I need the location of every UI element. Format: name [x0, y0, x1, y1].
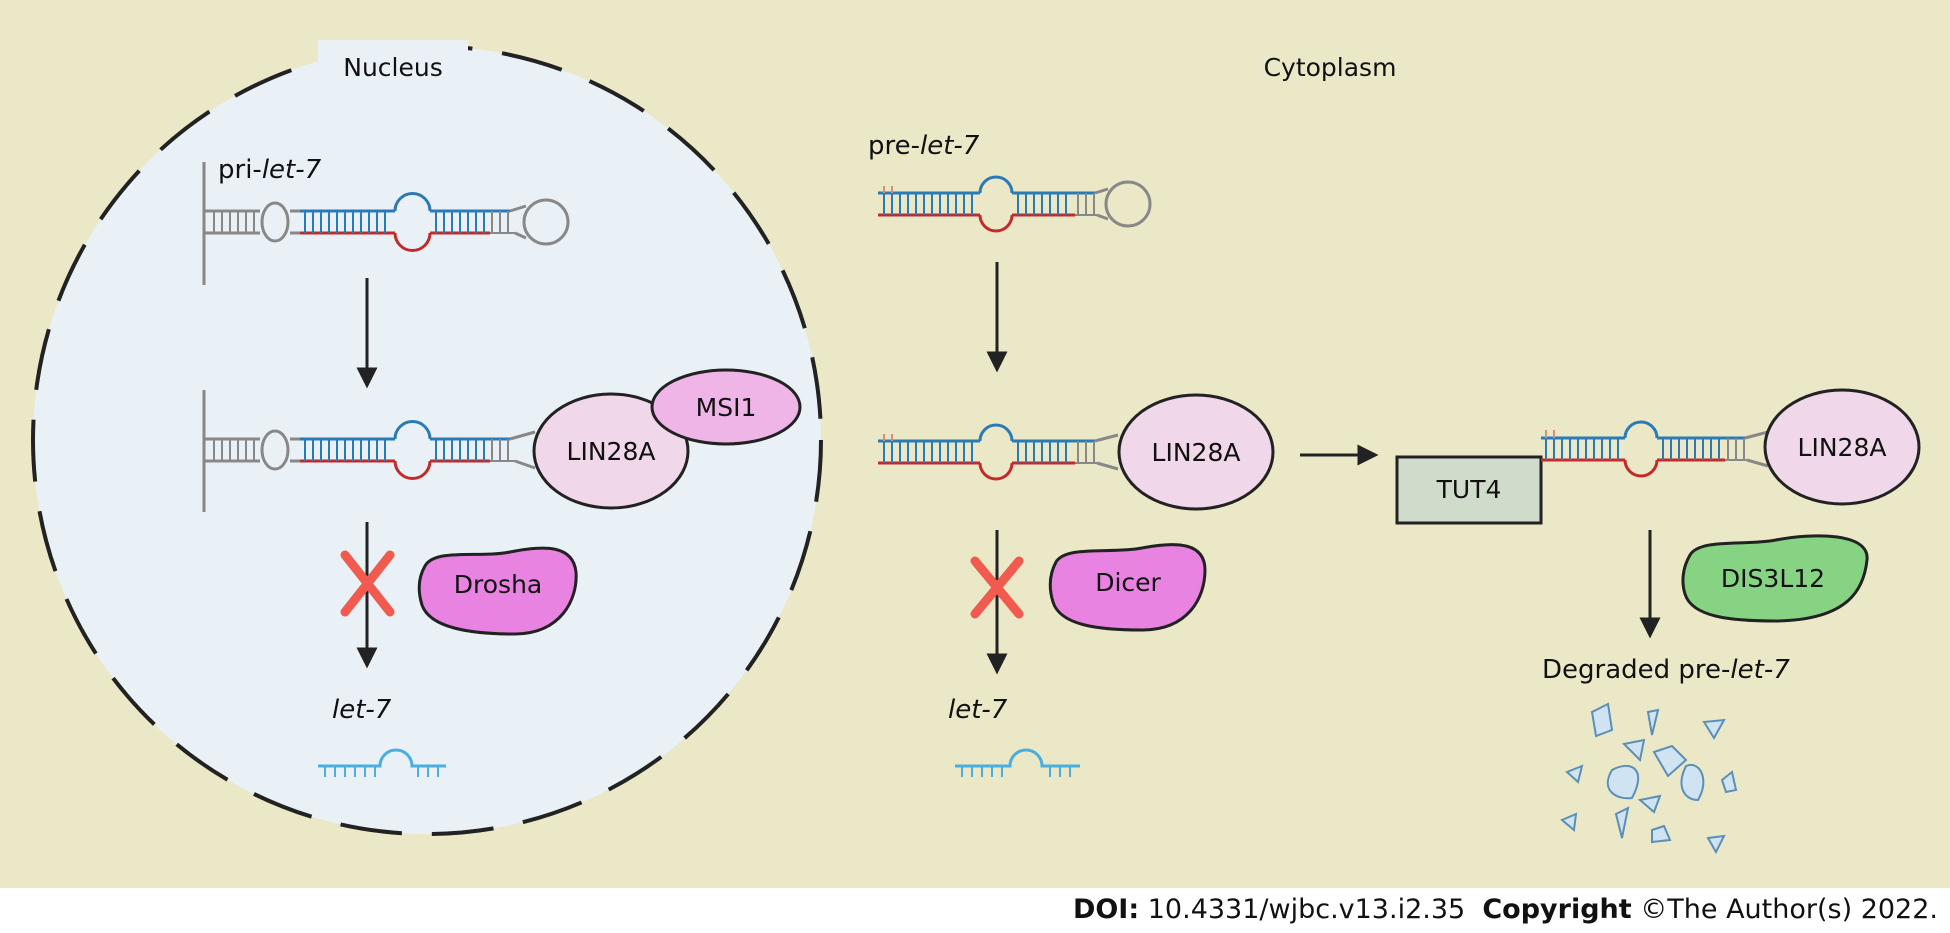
- lin28a-label-right: LIN28A: [1798, 433, 1887, 462]
- drosha-enzyme: [417, 546, 578, 636]
- lin28a-label-cytoplasm: LIN28A: [1152, 438, 1241, 467]
- pre-let7-hairpin-bound: [878, 423, 1119, 481]
- msi1-protein: [650, 368, 802, 446]
- lin28a-protein-right: [1763, 388, 1921, 506]
- degraded-fragments: [1560, 702, 1738, 855]
- tut4-box: [1395, 455, 1543, 525]
- dis3l12-enzyme: [1681, 534, 1869, 623]
- pre-let7-hairpin: [878, 175, 1152, 233]
- copyright-label: Copyright: [1482, 894, 1632, 925]
- cytoplasm-label: Cytoplasm: [1264, 53, 1397, 82]
- degraded-pre-let7-label: Degraded pre-let-7: [1542, 655, 1790, 685]
- pri-let7-hairpin: [202, 162, 570, 285]
- mature-let7-cytoplasm: [955, 748, 1080, 777]
- let7-label-nucleus: let-7: [332, 695, 392, 725]
- dis3l12-label: DIS3L12: [1721, 564, 1825, 593]
- pri-let7-hairpin-bound: [202, 390, 536, 512]
- nucleus-label: Nucleus: [343, 53, 443, 82]
- uridylated-pre-let7-hairpin: [1541, 420, 1769, 478]
- pri-let7-label: pri-let-7: [218, 155, 322, 185]
- cross-icon: [970, 556, 1024, 619]
- doi-label: DOI:: [1072, 894, 1140, 925]
- cross-icon: [340, 550, 395, 617]
- tut4-label: TUT4: [1436, 475, 1502, 504]
- lin28a-protein-cytoplasm: [1117, 393, 1275, 511]
- lin28a-protein-nucleus: [532, 392, 690, 510]
- pre-let7-label: pre-let-7: [868, 131, 980, 161]
- lin28a-label-nucleus: LIN28A: [567, 437, 656, 466]
- let7-label-cytoplasm: let-7: [948, 695, 1008, 725]
- citation-footer: DOI: 10.4331/wjbc.v13.i2.35 Copyright ©T…: [0, 888, 1950, 933]
- doi-value: 10.4331/wjbc.v13.i2.35: [1147, 894, 1466, 925]
- diagram-canvas: Nucleus Cytoplasm pri-let-7: [0, 0, 1950, 888]
- mature-let7-nucleus: [318, 748, 446, 777]
- dicer-enzyme: [1048, 543, 1207, 632]
- dicer-label: Dicer: [1095, 568, 1161, 597]
- msi1-label: MSI1: [696, 393, 757, 422]
- drosha-label: Drosha: [454, 570, 542, 599]
- copyright-value: ©The Author(s) 2022.: [1640, 894, 1938, 925]
